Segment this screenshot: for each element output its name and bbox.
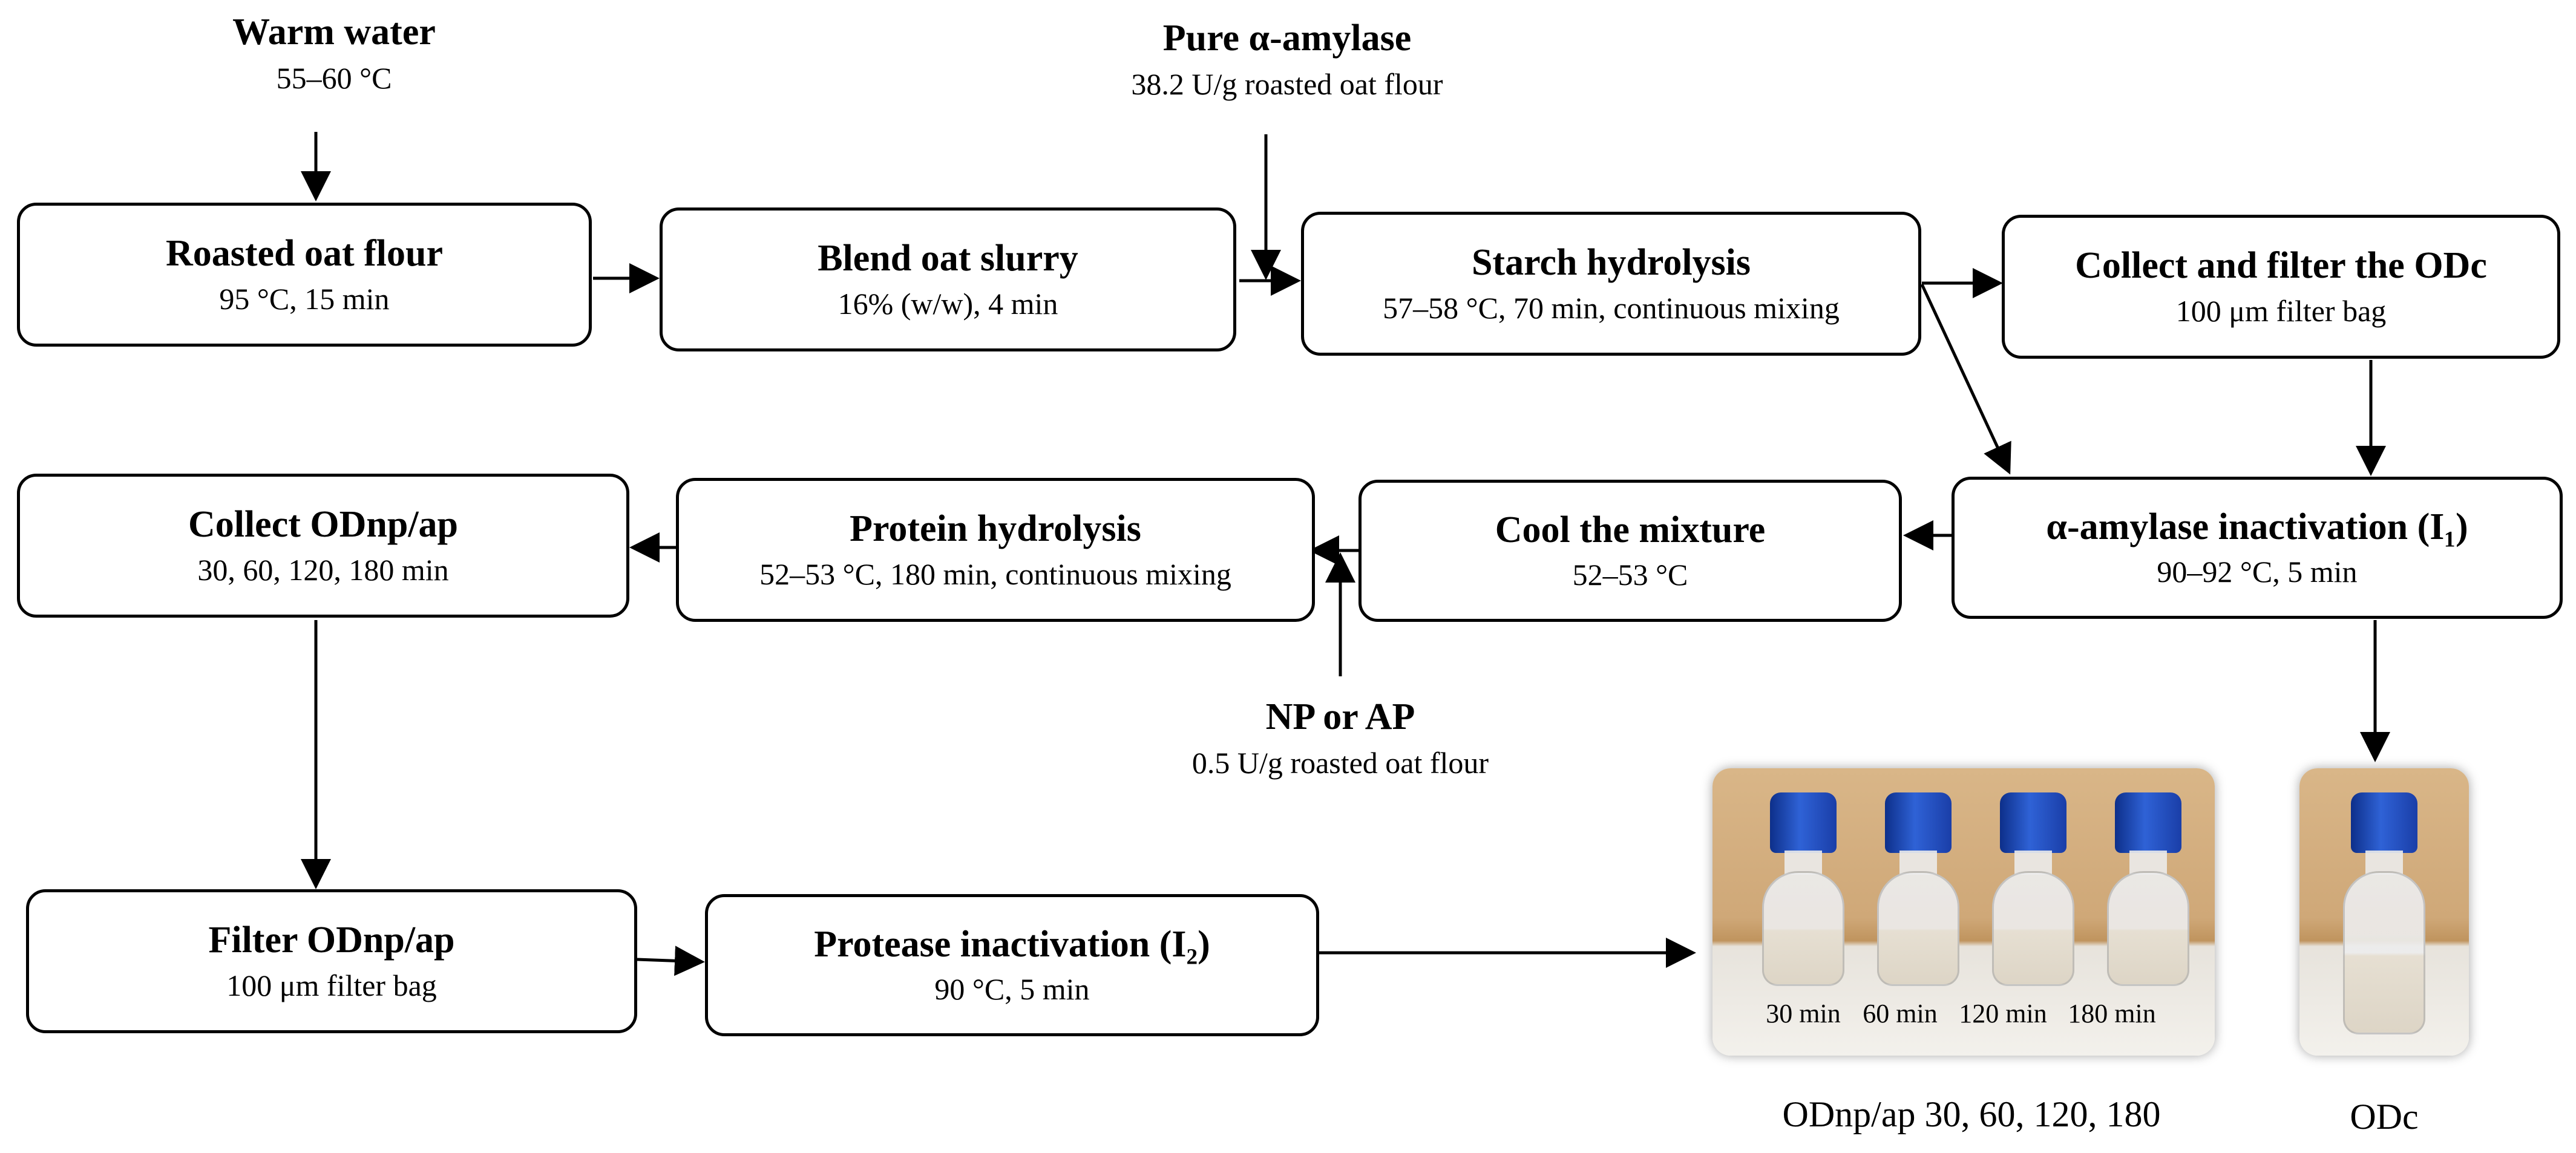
bottle-icon	[1762, 792, 1845, 986]
step-detail: 52–53 °C	[1572, 558, 1688, 592]
step-title: Collect and filter the ODc	[2075, 245, 2487, 287]
input-protease-title: NP or AP	[1265, 696, 1415, 737]
input-protease-detail: 0.5 U/g roasted oat flour	[1191, 746, 1489, 780]
step-detail: 100 μm filter bag	[2175, 293, 2387, 328]
arrow-starch-to-inactivation	[1920, 283, 2011, 475]
sample-label-60: 60 min	[1863, 999, 1938, 1028]
step-detail: 30, 60, 120, 180 min	[197, 552, 449, 587]
step-collect-odnp: Collect ODnp/ap 30, 60, 120, 180 min	[17, 474, 629, 618]
input-warm-water: Warm water 55–60 °C	[232, 11, 436, 98]
bottle-icon	[1991, 792, 2075, 986]
arrow-filter-to-protease	[637, 946, 705, 976]
step-protein-hydrolysis: Protein hydrolysis 52–53 °C, 180 min, co…	[676, 478, 1315, 622]
step-detail: 57–58 °C, 70 min, continuous mixing	[1383, 290, 1840, 325]
step-amylase-inactivation: α-amylase inactivation (I₁) 90–92 °C, 5 …	[1952, 477, 2563, 619]
sample-label-120: 120 min	[1959, 999, 2047, 1028]
sample-label-180: 180 min	[2068, 999, 2156, 1028]
step-detail: 90 °C, 5 min	[934, 972, 1090, 1007]
step-title: α-amylase inactivation (I₁)	[2046, 506, 2468, 547]
step-title: Roasted oat flour	[165, 233, 444, 275]
step-title: Collect ODnp/ap	[188, 504, 459, 546]
photo-samples: 30 min 60 min 120 min 180 min	[1712, 768, 2215, 1056]
bottle-icon	[1876, 792, 1960, 986]
step-detail: 95 °C, 15 min	[219, 281, 390, 316]
bottle-icon	[2106, 792, 2190, 986]
caption-samples: ODnp/ap 30, 60, 120, 180	[1782, 1094, 2161, 1134]
sample-label-30: 30 min	[1766, 999, 1841, 1028]
step-detail: 90–92 °C, 5 min	[2157, 555, 2358, 589]
step-detail: 16% (w/w), 4 min	[837, 286, 1058, 321]
photo-control	[2299, 768, 2469, 1056]
input-alpha-amylase: Pure α-amylase 38.2 U/g roasted oat flou…	[1131, 17, 1443, 104]
input-protease: NP or AP 0.5 U/g roasted oat flour	[1192, 696, 1489, 783]
step-title: Blend oat slurry	[818, 238, 1078, 279]
input-alpha-amylase-title: Pure α-amylase	[1162, 18, 1412, 59]
step-starch-hydrolysis: Starch hydrolysis 57–58 °C, 70 min, cont…	[1301, 212, 1921, 356]
step-blend-oat-slurry: Blend oat slurry 16% (w/w), 4 min	[660, 207, 1236, 351]
step-protease-inactivation: Protease inactivation (I₂) 90 °C, 5 min	[705, 894, 1319, 1036]
step-collect-filter-odc: Collect and filter the ODc 100 μm filter…	[2002, 215, 2560, 359]
input-alpha-amylase-detail: 38.2 U/g roasted oat flour	[1131, 67, 1443, 102]
step-title: Starch hydrolysis	[1471, 242, 1751, 284]
step-detail: 52–53 °C, 180 min, continuous mixing	[759, 557, 1231, 591]
step-detail: 100 μm filter bag	[226, 968, 437, 1002]
step-roasted-oat-flour: Roasted oat flour 95 °C, 15 min	[17, 203, 592, 347]
step-title: Filter ODnp/ap	[208, 919, 455, 961]
step-title: Cool the mixture	[1495, 509, 1766, 550]
bottle-icon	[2342, 792, 2426, 1034]
step-title: Protease inactivation (I₂)	[814, 923, 1210, 965]
step-filter-odnp: Filter ODnp/ap 100 μm filter bag	[26, 889, 637, 1033]
step-cool-mixture: Cool the mixture 52–53 °C	[1358, 480, 1902, 622]
input-warm-water-detail: 55–60 °C	[276, 61, 392, 96]
caption-control: ODc	[2350, 1097, 2419, 1137]
input-warm-water-title: Warm water	[232, 11, 436, 53]
step-title: Protein hydrolysis	[850, 508, 1141, 550]
